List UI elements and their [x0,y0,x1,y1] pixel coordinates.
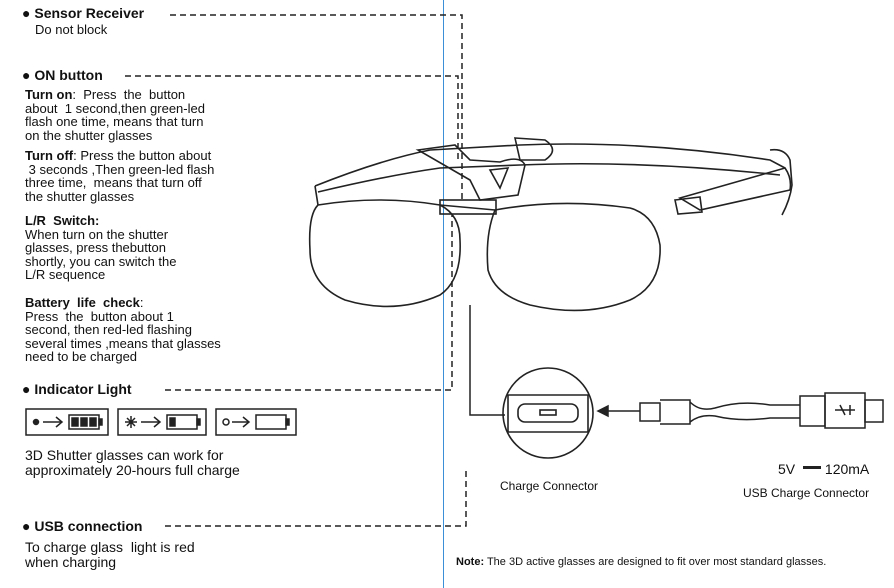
bullet-icon: ● [22,518,31,534]
usb-charge-connector-label: USB Charge Connector [743,486,870,500]
lr-switch-text: When turn on the shutter glasses, press … [25,226,177,282]
connector-leader [469,305,505,416]
turn-on-label: Turn on [25,87,73,102]
turn-on-text: : Press the button about 1 second,then g… [25,87,205,143]
charge-connector-label: Charge Connector [500,479,599,493]
usb-cable-drawing [639,392,884,429]
current-value: 120mA [824,461,870,477]
glasses-drawing [308,137,793,312]
battery-full-icon [25,408,109,436]
usb-title-text: USB connection [34,518,143,534]
dc-symbol [803,466,821,469]
battery-low-flashing-icon [117,408,207,436]
bullet-icon: ● [22,67,31,83]
note-text: The 3D active glasses are designed to fi… [484,556,827,568]
sensor-receiver-title: ● Sensor Receiver [22,5,144,21]
usb-connection-desc: To charge glass light is red when chargi… [25,539,195,570]
arrow-icon [596,404,640,418]
battery-check-label: Battery life check [25,295,140,310]
on-button-title: ● ON button [22,67,103,83]
on-button-title-text: ON button [34,67,103,83]
turn-off-label: Turn off [25,148,74,163]
indicator-light-title: ● Indicator Light [22,381,132,397]
indicator-title-text: Indicator Light [34,381,132,397]
sensor-title-text: Sensor Receiver [34,5,145,21]
turn-off-text: : Press the button about 3 seconds ,Then… [25,148,215,204]
lr-switch-block: L/R Switch: When turn on the shutter gla… [25,214,177,282]
leader-lines [125,14,467,527]
power-spec: 5V 120mA [778,461,869,477]
bullet-icon: ● [22,5,31,21]
on-button-leader [125,75,459,160]
indicator-desc: 3D Shutter glasses can work for approxim… [25,447,240,478]
sensor-leader [170,14,463,200]
indicator-icons [25,408,297,436]
turn-off-block: Turn off: Press the button about 3 secon… [25,149,214,203]
indicator-leader [165,215,453,391]
usb-leader [165,470,467,527]
sensor-receiver-desc: Do not block [35,22,108,37]
usb-connection-title: ● USB connection [22,518,142,534]
turn-on-block: Turn on: Press the button about 1 second… [25,88,205,142]
bullet-icon: ● [22,381,31,397]
note: Note: The 3D active glasses are designed… [456,556,826,568]
lr-switch-label: L/R Switch: [25,213,100,228]
charge-connector-drawing [502,367,594,459]
note-label: Note: [456,556,485,568]
vertical-divider [443,0,444,588]
voltage-value: 5V [778,461,796,477]
battery-check-block: Battery life check: Press the button abo… [25,296,221,364]
battery-check-text: : Press the button about 1 second, then … [25,295,221,364]
battery-empty-icon [215,408,297,436]
